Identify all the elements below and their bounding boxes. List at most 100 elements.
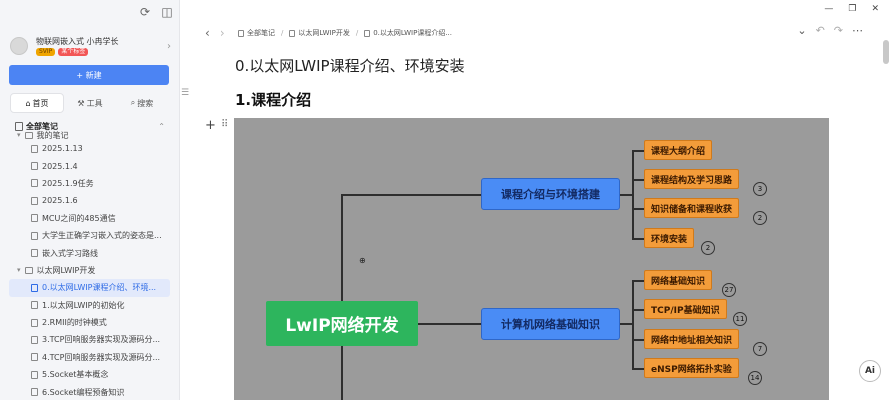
- undo-icon[interactable]: ↶: [815, 24, 825, 37]
- page-title[interactable]: 0.以太网LWIP课程介绍、环境安装: [235, 57, 465, 75]
- chevron-down-icon[interactable]: ⌄: [797, 24, 807, 37]
- notebook-icon: [15, 122, 23, 131]
- back-icon[interactable]: ‹: [205, 26, 210, 40]
- document-icon: [31, 283, 38, 292]
- breadcrumb-item[interactable]: 全部笔记: [238, 28, 275, 38]
- document-icon: [31, 353, 38, 362]
- document-icon: [289, 29, 296, 37]
- connector-line: [418, 323, 481, 325]
- sidebar-tabs: ⌂首页 ⚒工具 ⌕搜索: [10, 93, 168, 113]
- caret-icon: ▾: [17, 266, 21, 275]
- sidebar-top-icons: ⟳ ◫: [138, 5, 174, 19]
- tree-item[interactable]: 1.以太网LWIP的初始化: [0, 297, 180, 314]
- tree-item[interactable]: 5.Socket基本概念: [0, 366, 180, 383]
- restore-icon[interactable]: ❐: [848, 4, 857, 14]
- mindmap-leaf: 知识储备和课程收获: [644, 198, 740, 218]
- profile-name: 物联网嵌入式 小冉学长: [36, 37, 119, 46]
- connector-line: [632, 150, 644, 152]
- connector-line: [341, 194, 481, 196]
- tree-item[interactable]: 6.Socket编程预备知识: [0, 383, 180, 400]
- mindmap-count: 27: [722, 283, 736, 297]
- tab-search[interactable]: ⌕搜索: [130, 98, 154, 108]
- outline-icon[interactable]: ☰: [181, 88, 190, 98]
- new-note-button[interactable]: + 新建: [9, 65, 169, 85]
- mindmap-count: 14: [748, 371, 762, 385]
- minimize-icon[interactable]: —: [824, 4, 834, 14]
- caret-icon: ▾: [17, 131, 21, 139]
- document-icon: [31, 370, 38, 379]
- scrollbar[interactable]: [883, 40, 889, 64]
- mindmap-root: LwIP网络开发: [266, 301, 418, 346]
- connector-line: [632, 208, 644, 210]
- forward-icon[interactable]: ›: [219, 26, 225, 40]
- tree-item[interactable]: 4.TCP回响服务器实现及源码分...: [0, 349, 180, 366]
- collapse-icon[interactable]: ⌃: [158, 122, 165, 131]
- tools-icon: ⚒: [77, 98, 85, 108]
- add-block-icon[interactable]: +: [205, 118, 216, 133]
- mindmap-leaf: 网络基础知识: [644, 270, 713, 290]
- tree-folder-my-notes[interactable]: ▾我的笔记: [17, 130, 69, 140]
- mindmap-count: 3: [753, 182, 767, 196]
- connector-line: [632, 179, 644, 181]
- mindmap-leaf: 课程结构及学习思路: [644, 169, 740, 189]
- tree-item[interactable]: 大学生正确学习嵌入式的姿态是...: [0, 227, 180, 244]
- sidebar: ⟳ ◫ 物联网嵌入式 小冉学长 SVIP 某个标签 › + 新建 ⌂首页 ⚒工具…: [0, 0, 180, 400]
- mindmap-leaf: 环境安装: [644, 228, 695, 248]
- document-icon: [31, 196, 38, 205]
- drag-handle-icon[interactable]: ⠿: [221, 119, 229, 130]
- chevron-right-icon[interactable]: ›: [167, 40, 171, 52]
- tree-item-active[interactable]: 0.以太网LWIP课程介绍、环境...: [9, 279, 170, 297]
- more-icon[interactable]: ⋯: [852, 24, 863, 37]
- document-icon: [31, 249, 38, 258]
- mindmap-leaf: 课程大纲介绍: [644, 140, 713, 160]
- document-icon: [31, 179, 38, 188]
- document-icon: [31, 335, 38, 344]
- document-icon: [31, 318, 38, 327]
- status-badge: 某个标签: [58, 48, 89, 56]
- tree-item[interactable]: 2025.1.9任务: [0, 175, 180, 192]
- ai-assistant-button[interactable]: Ai: [859, 360, 881, 382]
- tree-folder-lwip[interactable]: ▾以太网LWIP开发: [17, 265, 96, 275]
- section-heading[interactable]: 1.课程介绍: [235, 91, 312, 109]
- tree-item[interactable]: 嵌入式学习路线: [0, 244, 180, 261]
- connector-line: [341, 195, 343, 400]
- redo-icon[interactable]: ↷: [833, 24, 843, 37]
- mindmap-branch: 课程介绍与环境搭建: [481, 178, 620, 210]
- close-icon[interactable]: ✕: [871, 4, 879, 14]
- document-icon: [31, 301, 38, 310]
- tree-item[interactable]: MCU之间的485通信: [0, 210, 180, 227]
- tree-item[interactable]: 2.RMII的时钟模式: [0, 314, 180, 331]
- mindmap-leaf: eNSP网络拓扑实验: [644, 358, 739, 378]
- mindmap-count: 2: [701, 241, 715, 255]
- tree-item[interactable]: 2025.1.4: [0, 157, 180, 174]
- user-profile[interactable]: 物联网嵌入式 小冉学长 SVIP 某个标签 ›: [10, 34, 171, 58]
- connector-line: [620, 323, 634, 325]
- connector-line: [632, 150, 634, 240]
- breadcrumb-item[interactable]: 以太网LWIP开发: [289, 28, 350, 38]
- avatar[interactable]: [10, 37, 28, 55]
- mindmap-leaf: 网络中地址相关知识: [644, 329, 740, 349]
- sync-icon[interactable]: ⟳: [139, 5, 151, 19]
- home-icon: ⌂: [25, 98, 31, 108]
- mindmap-leaf: TCP/IP基础知识: [644, 299, 727, 319]
- mindmap-count: 7: [753, 342, 767, 356]
- breadcrumb-item[interactable]: 0.以太网LWIP课程介绍...: [364, 28, 452, 38]
- document-icon: [31, 388, 38, 397]
- breadcrumb-separator: /: [281, 29, 284, 37]
- connector-line: [632, 280, 644, 282]
- tab-tools[interactable]: ⚒工具: [77, 98, 103, 108]
- tree-item[interactable]: 2025.1.13: [0, 140, 180, 157]
- tab-home[interactable]: ⌂首页: [10, 93, 64, 113]
- connector-line: [632, 238, 644, 240]
- note-tree: ▾我的笔记 2025.1.13 2025.1.4 2025.1.9任务 2025…: [0, 130, 180, 400]
- document-icon: [31, 144, 38, 153]
- folder-icon: [24, 131, 33, 139]
- all-notes-header[interactable]: 全部笔记 ⌃: [15, 121, 165, 132]
- tree-item[interactable]: 3.TCP回响服务器实现及源码分...: [0, 331, 180, 348]
- tree-item[interactable]: 2025.1.6: [0, 192, 180, 209]
- mindmap-image[interactable]: LwIP网络开发 课程介绍与环境搭建 计算机网络基础知识 课程大纲介绍 课程结构…: [234, 118, 829, 400]
- search-icon: ⌕: [130, 98, 136, 107]
- connector-line: [632, 368, 644, 370]
- breadcrumb: 全部笔记 / 以太网LWIP开发 / 0.以太网LWIP课程介绍...: [238, 28, 452, 38]
- collapse-sidebar-icon[interactable]: ◫: [161, 5, 173, 19]
